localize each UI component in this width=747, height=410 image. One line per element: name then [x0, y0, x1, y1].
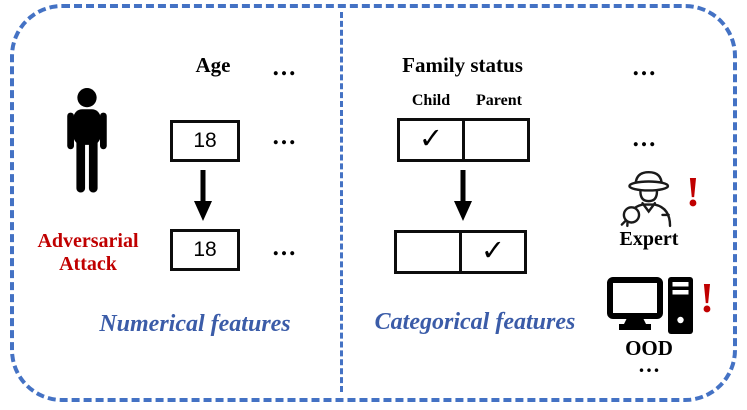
numerical-caption: Numerical features [99, 311, 291, 337]
section-divider [340, 12, 343, 392]
categorical-column-header: Family status [402, 53, 523, 77]
detection-bottom-ellipsis: ... [638, 352, 662, 377]
original-cell-parent [462, 118, 530, 162]
perturbed-cell-parent: ✓ [459, 230, 527, 274]
perturbed-cell-child [394, 230, 462, 274]
down-arrow-icon [194, 170, 212, 221]
numerical-header-ellipsis: ... [272, 54, 298, 81]
categorical-row-ellipsis: ... [632, 125, 658, 152]
categorical-header-ellipsis: ... [632, 54, 658, 81]
perturbed-value: 18 [193, 238, 217, 261]
perturbed-onehot-row: ✓ [394, 230, 527, 274]
original-onehot-row: ✓ [397, 118, 530, 162]
ood-alert-mark: ! [700, 276, 714, 322]
numerical-column-header: Age [195, 53, 231, 77]
down-arrow-icon [454, 170, 472, 221]
categorical-caption: Categorical features [374, 309, 576, 335]
perturbed-value-box: 18 [170, 229, 240, 271]
adversarial-attack-label: Adversarial Attack [24, 230, 152, 276]
dashed-frame [10, 4, 737, 402]
original-cell-child: ✓ [397, 118, 465, 162]
expert-alert-mark: ! [686, 170, 700, 216]
checkmark: ✓ [418, 120, 444, 155]
attack-label-line1: Adversarial [37, 230, 139, 252]
option-label-parent: Parent [476, 92, 522, 109]
original-value: 18 [193, 129, 217, 152]
computer-icon [607, 277, 693, 334]
checkmark: ✓ [480, 232, 506, 267]
ood-label: OOD [625, 336, 673, 360]
option-label-child: Child [411, 92, 451, 109]
person-icon [67, 88, 107, 193]
expert-label: Expert [619, 228, 679, 250]
numerical-row-ellipsis-bottom: ... [272, 234, 298, 261]
original-value-box: 18 [170, 120, 240, 162]
attack-label-line2: Attack [59, 253, 117, 275]
numerical-row-ellipsis-top: ... [272, 123, 298, 150]
expert-detective-icon [620, 170, 672, 228]
